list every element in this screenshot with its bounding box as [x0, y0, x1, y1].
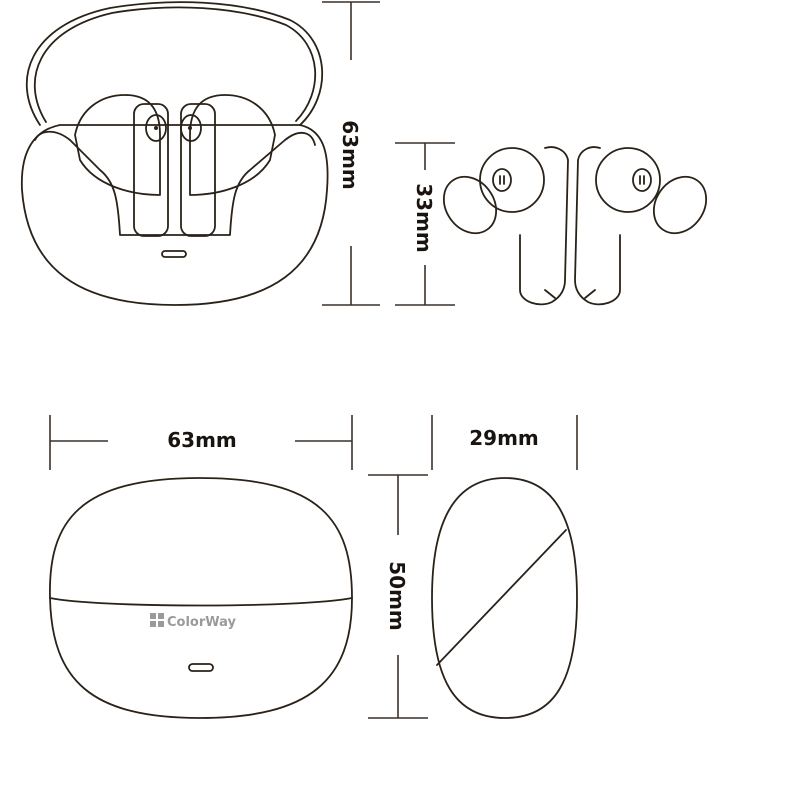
open-case-height-dimension: 63mm	[322, 1, 380, 306]
case-height-dimension: 50mm	[368, 474, 428, 719]
case-depth-label: 29mm	[469, 426, 539, 450]
earbud-height-dimension: 33mm	[395, 142, 455, 306]
open-case-height-label: 63mm	[338, 120, 362, 190]
earbud-height-label: 33mm	[412, 183, 436, 253]
case-depth-dimension: 29mm	[431, 415, 578, 470]
case-height-label: 50mm	[385, 561, 409, 631]
earbuds-drawing	[442, 146, 708, 306]
case-width-label: 63mm	[167, 428, 237, 452]
open-case-drawing	[21, 1, 329, 306]
case-width-dimension: 63mm	[49, 415, 353, 470]
logo-text: ColorWay	[167, 615, 237, 630]
closed-case-front-drawing: ColorWay	[49, 477, 353, 719]
closed-case-side-drawing	[431, 477, 578, 719]
colorway-logo: ColorWay	[150, 613, 237, 630]
